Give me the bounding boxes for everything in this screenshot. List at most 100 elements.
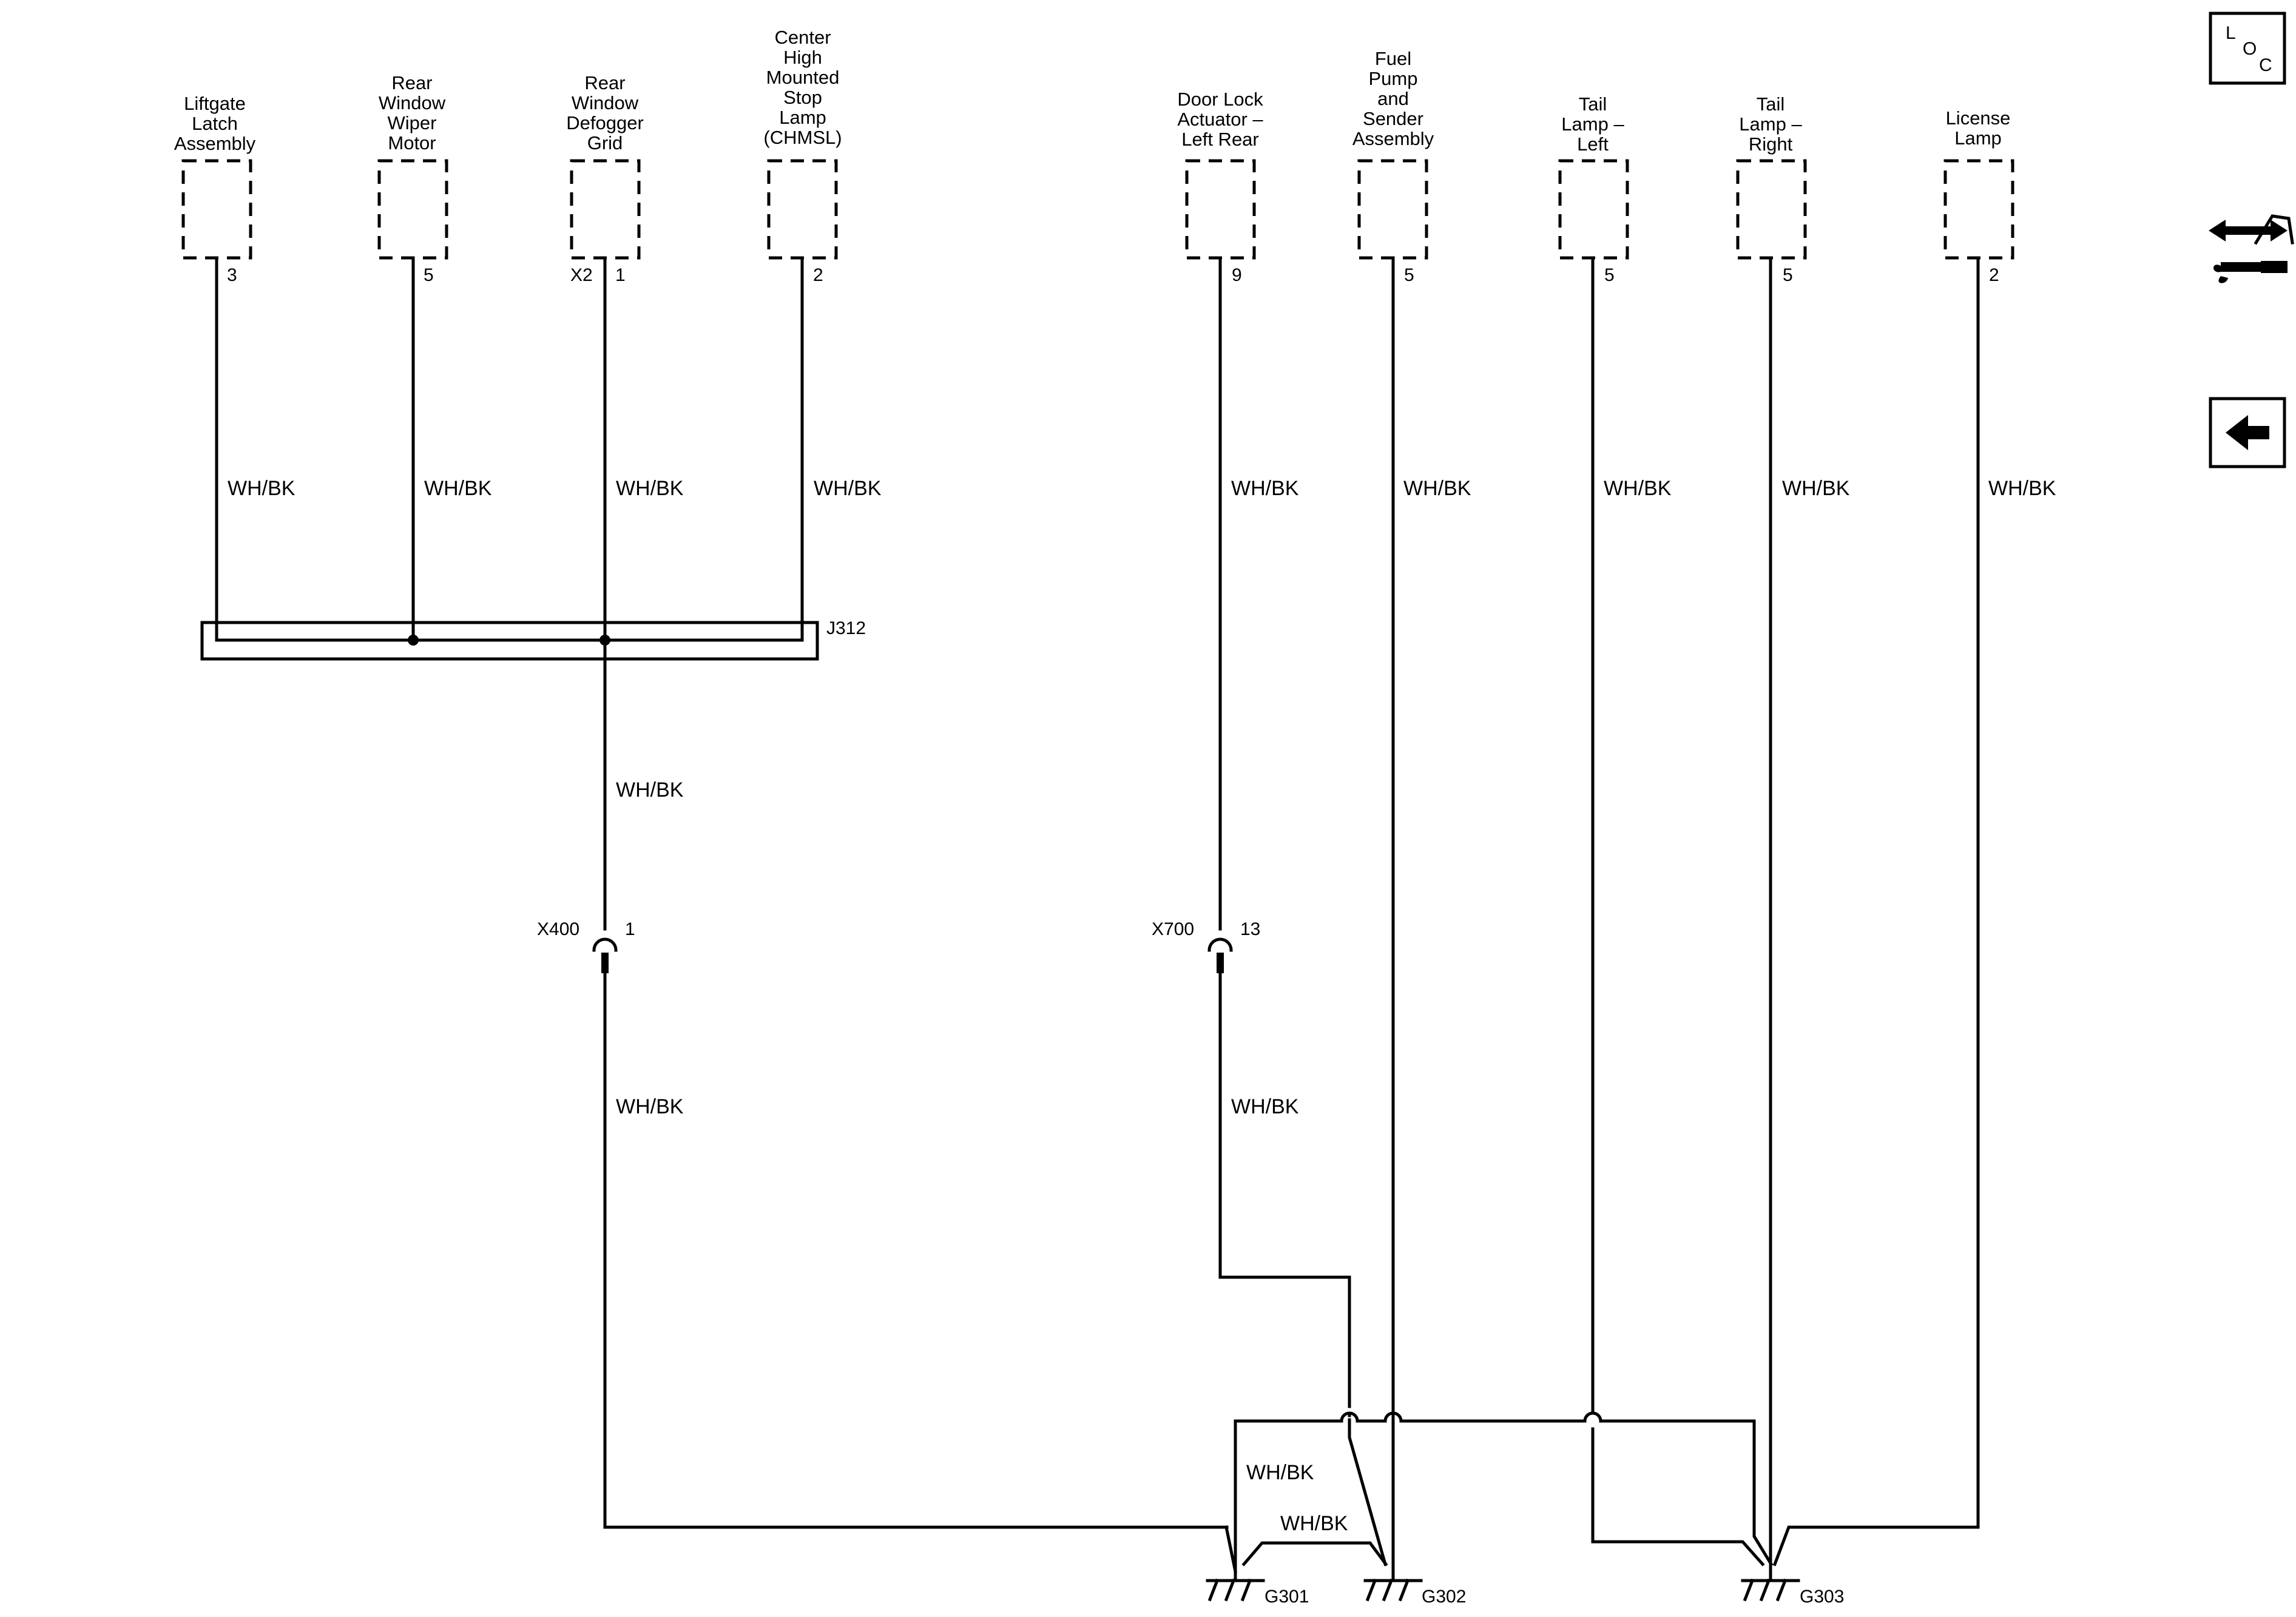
wire-x700-down[interactable] (1218, 971, 1351, 1408)
component-box (377, 159, 448, 260)
component-label: Actuator – (1177, 109, 1263, 130)
component-box (570, 159, 641, 260)
wire-color-label: WH/BK (228, 477, 295, 500)
wire-color-label: WH/BK (1231, 1095, 1299, 1118)
wire-cross-bus[interactable] (1234, 1411, 1774, 1573)
component-box (1736, 159, 1807, 260)
wire-license-lamp[interactable] (1772, 256, 1980, 1567)
wire-color-label: WH/BK (1246, 1461, 1314, 1484)
connector-pin-block (1217, 953, 1224, 973)
splice-pack-label: J312 (826, 618, 866, 638)
component-label: Assembly (174, 133, 256, 154)
component-rear-wiper-motor[interactable]: Rear Window Wiper Motor (377, 72, 448, 260)
pin-number: 5 (1604, 265, 1615, 285)
ground-g302[interactable]: G302 (1363, 1570, 1466, 1607)
component-box (1357, 159, 1428, 260)
ground-label: G301 (1264, 1587, 1309, 1607)
ground-g303[interactable]: G303 (1741, 1570, 1844, 1607)
component-rear-defogger-grid[interactable]: Rear Window Defogger Grid (566, 72, 644, 260)
pin-number: 5 (424, 265, 434, 285)
component-label: Door Lock (1177, 89, 1263, 110)
splice-pack-box (200, 621, 819, 661)
component-label: Grid (587, 132, 623, 154)
component-label: Sender (1363, 108, 1423, 129)
component-box (767, 159, 838, 260)
wire-color-label: WH/BK (616, 1095, 684, 1118)
wire-color-label: WH/BK (1604, 477, 1672, 500)
pin-number: 5 (1783, 265, 1793, 285)
component-tail-lamp-right[interactable]: Tail Lamp – Right (1736, 93, 1807, 260)
inline-connector-x700[interactable]: X700 13 (1152, 919, 1260, 973)
loc-letter: L (2226, 23, 2236, 43)
component-label: (CHMSL) (763, 127, 842, 148)
loc-icon[interactable]: L O C (2209, 12, 2286, 85)
component-label: Latch (192, 113, 238, 134)
pin-number: 13 (1240, 919, 1260, 939)
component-label: Right (1749, 133, 1793, 155)
loc-letter: C (2259, 55, 2272, 75)
component-label: License (1946, 107, 2011, 129)
component-license-lamp[interactable]: License Lamp (1943, 107, 2014, 260)
wire-color-label: WH/BK (1782, 477, 1850, 500)
component-label: Stop (783, 87, 822, 108)
wire-x700-to-g302[interactable] (1348, 1418, 1388, 1567)
component-label: Rear (584, 72, 625, 93)
component-label: Lamp – (1739, 113, 1802, 135)
pin-number: 5 (1404, 265, 1414, 285)
component-label: Window (379, 92, 446, 113)
wire-color-label: WH/BK (1403, 477, 1471, 500)
pin-number: 2 (813, 265, 823, 285)
splice-dot (408, 635, 419, 646)
wire-color-label: WH/BK (1280, 1512, 1348, 1535)
wire-color-label: WH/BK (616, 778, 684, 802)
wire-color-label: WH/BK (1988, 477, 2056, 500)
inline-connector-x400[interactable]: X400 1 (537, 919, 635, 973)
component-label: Rear (391, 72, 432, 93)
component-label: Center (774, 27, 831, 48)
wire-g301-g302-link[interactable] (1241, 1541, 1388, 1567)
connector-pin-block (601, 953, 609, 973)
loc-letter: O (2243, 39, 2257, 59)
pin-number: 3 (227, 265, 237, 285)
component-box (1185, 159, 1256, 260)
component-fuel-pump-sender[interactable]: Fuel Pump and Sender Assembly (1352, 48, 1434, 260)
component-box (181, 159, 252, 260)
connector-wrench-icon[interactable] (2209, 214, 2294, 283)
connector-id: X400 (537, 919, 579, 939)
component-chmsl[interactable]: Center High Mounted Stop Lamp (CHMSL) (763, 27, 842, 260)
component-label: Left (1577, 133, 1609, 155)
component-label: Pump (1369, 68, 1418, 89)
component-label: Left Rear (1181, 129, 1259, 150)
component-label: Liftgate (184, 93, 246, 114)
connector-id: X2 (570, 265, 593, 285)
component-label: Window (572, 92, 639, 113)
pin-number: 1 (615, 265, 626, 285)
wire-tail-lamp-left[interactable] (1591, 256, 1765, 1567)
splice-dot (599, 635, 610, 646)
pin-number: 1 (625, 919, 635, 939)
connector-id: X700 (1152, 919, 1194, 939)
component-label: Mounted (766, 67, 840, 88)
component-label: High (783, 47, 822, 68)
component-label: Lamp (1954, 127, 2002, 149)
component-tail-lamp-left[interactable]: Tail Lamp – Left (1558, 93, 1629, 260)
ground-g301[interactable]: G301 (1206, 1525, 1309, 1607)
splice-pack-j312[interactable]: J312 (200, 618, 866, 661)
component-label: and (1377, 88, 1409, 109)
wire-color-label: WH/BK (616, 477, 684, 500)
component-door-lock-actuator-left-rear[interactable]: Door Lock Actuator – Left Rear (1177, 89, 1263, 260)
back-arrow-icon[interactable] (2209, 397, 2286, 468)
component-label: Wiper (388, 112, 437, 133)
pin-number: 9 (1232, 265, 1242, 285)
component-label: Tail (1757, 93, 1785, 115)
component-label: Assembly (1352, 128, 1434, 149)
component-liftgate-latch[interactable]: Liftgate Latch Assembly (174, 93, 256, 260)
component-label: Motor (388, 132, 436, 154)
component-box (1558, 159, 1629, 260)
wire-color-label: WH/BK (814, 477, 882, 500)
component-label: Tail (1579, 93, 1607, 115)
connector-symbol (592, 937, 618, 952)
component-label: Lamp – (1561, 113, 1624, 135)
component-label: Fuel (1375, 48, 1411, 69)
